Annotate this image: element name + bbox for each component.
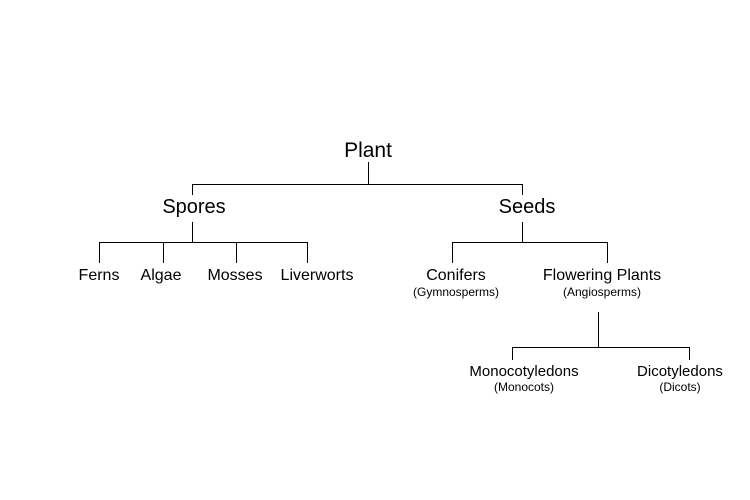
node-liverworts: Liverworts [280, 267, 354, 284]
monocots-label: Monocotyledons [469, 363, 579, 380]
flowering-label: Flowering Plants [542, 267, 662, 284]
node-plant: Plant [344, 139, 392, 162]
conifers-sublabel: (Gymnosperms) [412, 285, 500, 299]
dicots-label: Dicotyledons [637, 363, 723, 380]
dicots-sublabel: (Dicots) [659, 380, 701, 394]
node-dicotyledons: Dicotyledons (Dicots) [637, 364, 723, 393]
flowering-sublabel: (Angiosperms) [562, 285, 642, 299]
node-monocotyledons: Monocotyledons (Monocots) [469, 364, 578, 393]
node-algae: Algae [140, 267, 182, 284]
node-flowering-plants: Flowering Plants (Angiosperms) [542, 267, 662, 299]
node-spores: Spores [162, 196, 226, 218]
conifers-label: Conifers [426, 267, 486, 284]
node-seeds: Seeds [498, 196, 556, 218]
node-ferns: Ferns [78, 267, 120, 284]
node-mosses: Mosses [207, 267, 263, 284]
monocots-sublabel: (Monocots) [493, 380, 555, 394]
node-conifers: Conifers (Gymnosperms) [412, 267, 500, 299]
